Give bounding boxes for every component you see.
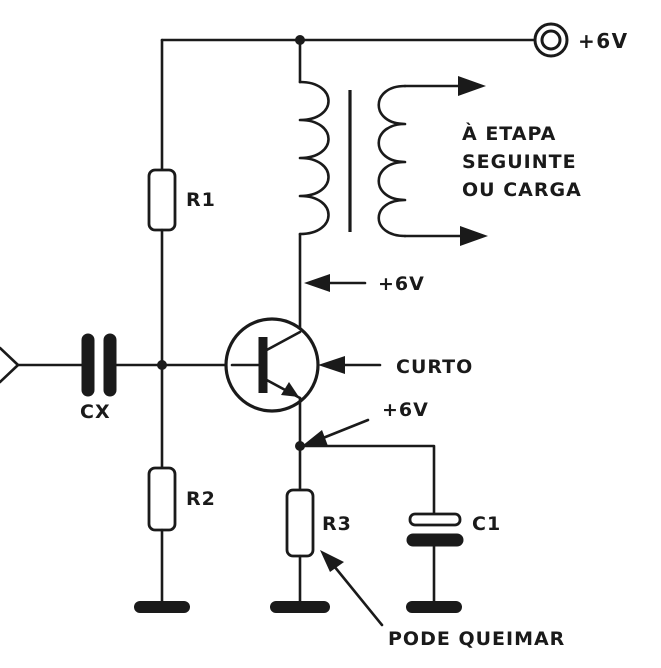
r1-label: R1: [186, 189, 216, 211]
burn-warning-arrow: [332, 564, 384, 627]
r2-resistor: [147, 466, 177, 532]
r3-resistor: [285, 488, 315, 558]
c1-top-wire: [298, 444, 436, 516]
collector-voltage-arrowhead: [304, 274, 330, 292]
transistor-emitter-arrow: [281, 382, 299, 397]
emitter-voltage-label: +6V: [382, 399, 429, 421]
c1-label: C1: [472, 513, 501, 535]
secondary-bottom-arrowhead: [460, 226, 488, 246]
supply-top-label: +6V: [578, 29, 629, 53]
next-stage-label-line1: À ETAPA: [462, 122, 556, 145]
secondary-top-arrowhead: [458, 76, 486, 96]
fault-arrowhead: [318, 356, 345, 374]
next-stage-label-line3: OU CARGA: [462, 179, 582, 201]
r1-resistor: [147, 168, 177, 232]
input-arrow: [0, 346, 20, 384]
emitter-voltage-arrowhead: [302, 430, 328, 446]
c1-plate-top: [408, 512, 462, 527]
resistor-fault-label: PODE QUEIMAR: [388, 628, 565, 650]
r3-label: R3: [322, 513, 352, 535]
secondary-coil: [377, 84, 407, 238]
transistor-collector-lead: [261, 330, 302, 354]
collector-voltage-label: +6V: [378, 273, 425, 295]
next-stage-label-line2: SEGUINTE: [462, 151, 577, 173]
supply-terminal: [533, 22, 569, 58]
r2-label: R2: [186, 488, 216, 510]
burn-warning-arrowhead: [320, 550, 344, 572]
cx-label: CX: [80, 401, 111, 423]
primary-coil: [298, 80, 330, 236]
transistor-fault-label: CURTO: [396, 356, 473, 378]
emitter-voltage-arrow: [316, 418, 370, 442]
